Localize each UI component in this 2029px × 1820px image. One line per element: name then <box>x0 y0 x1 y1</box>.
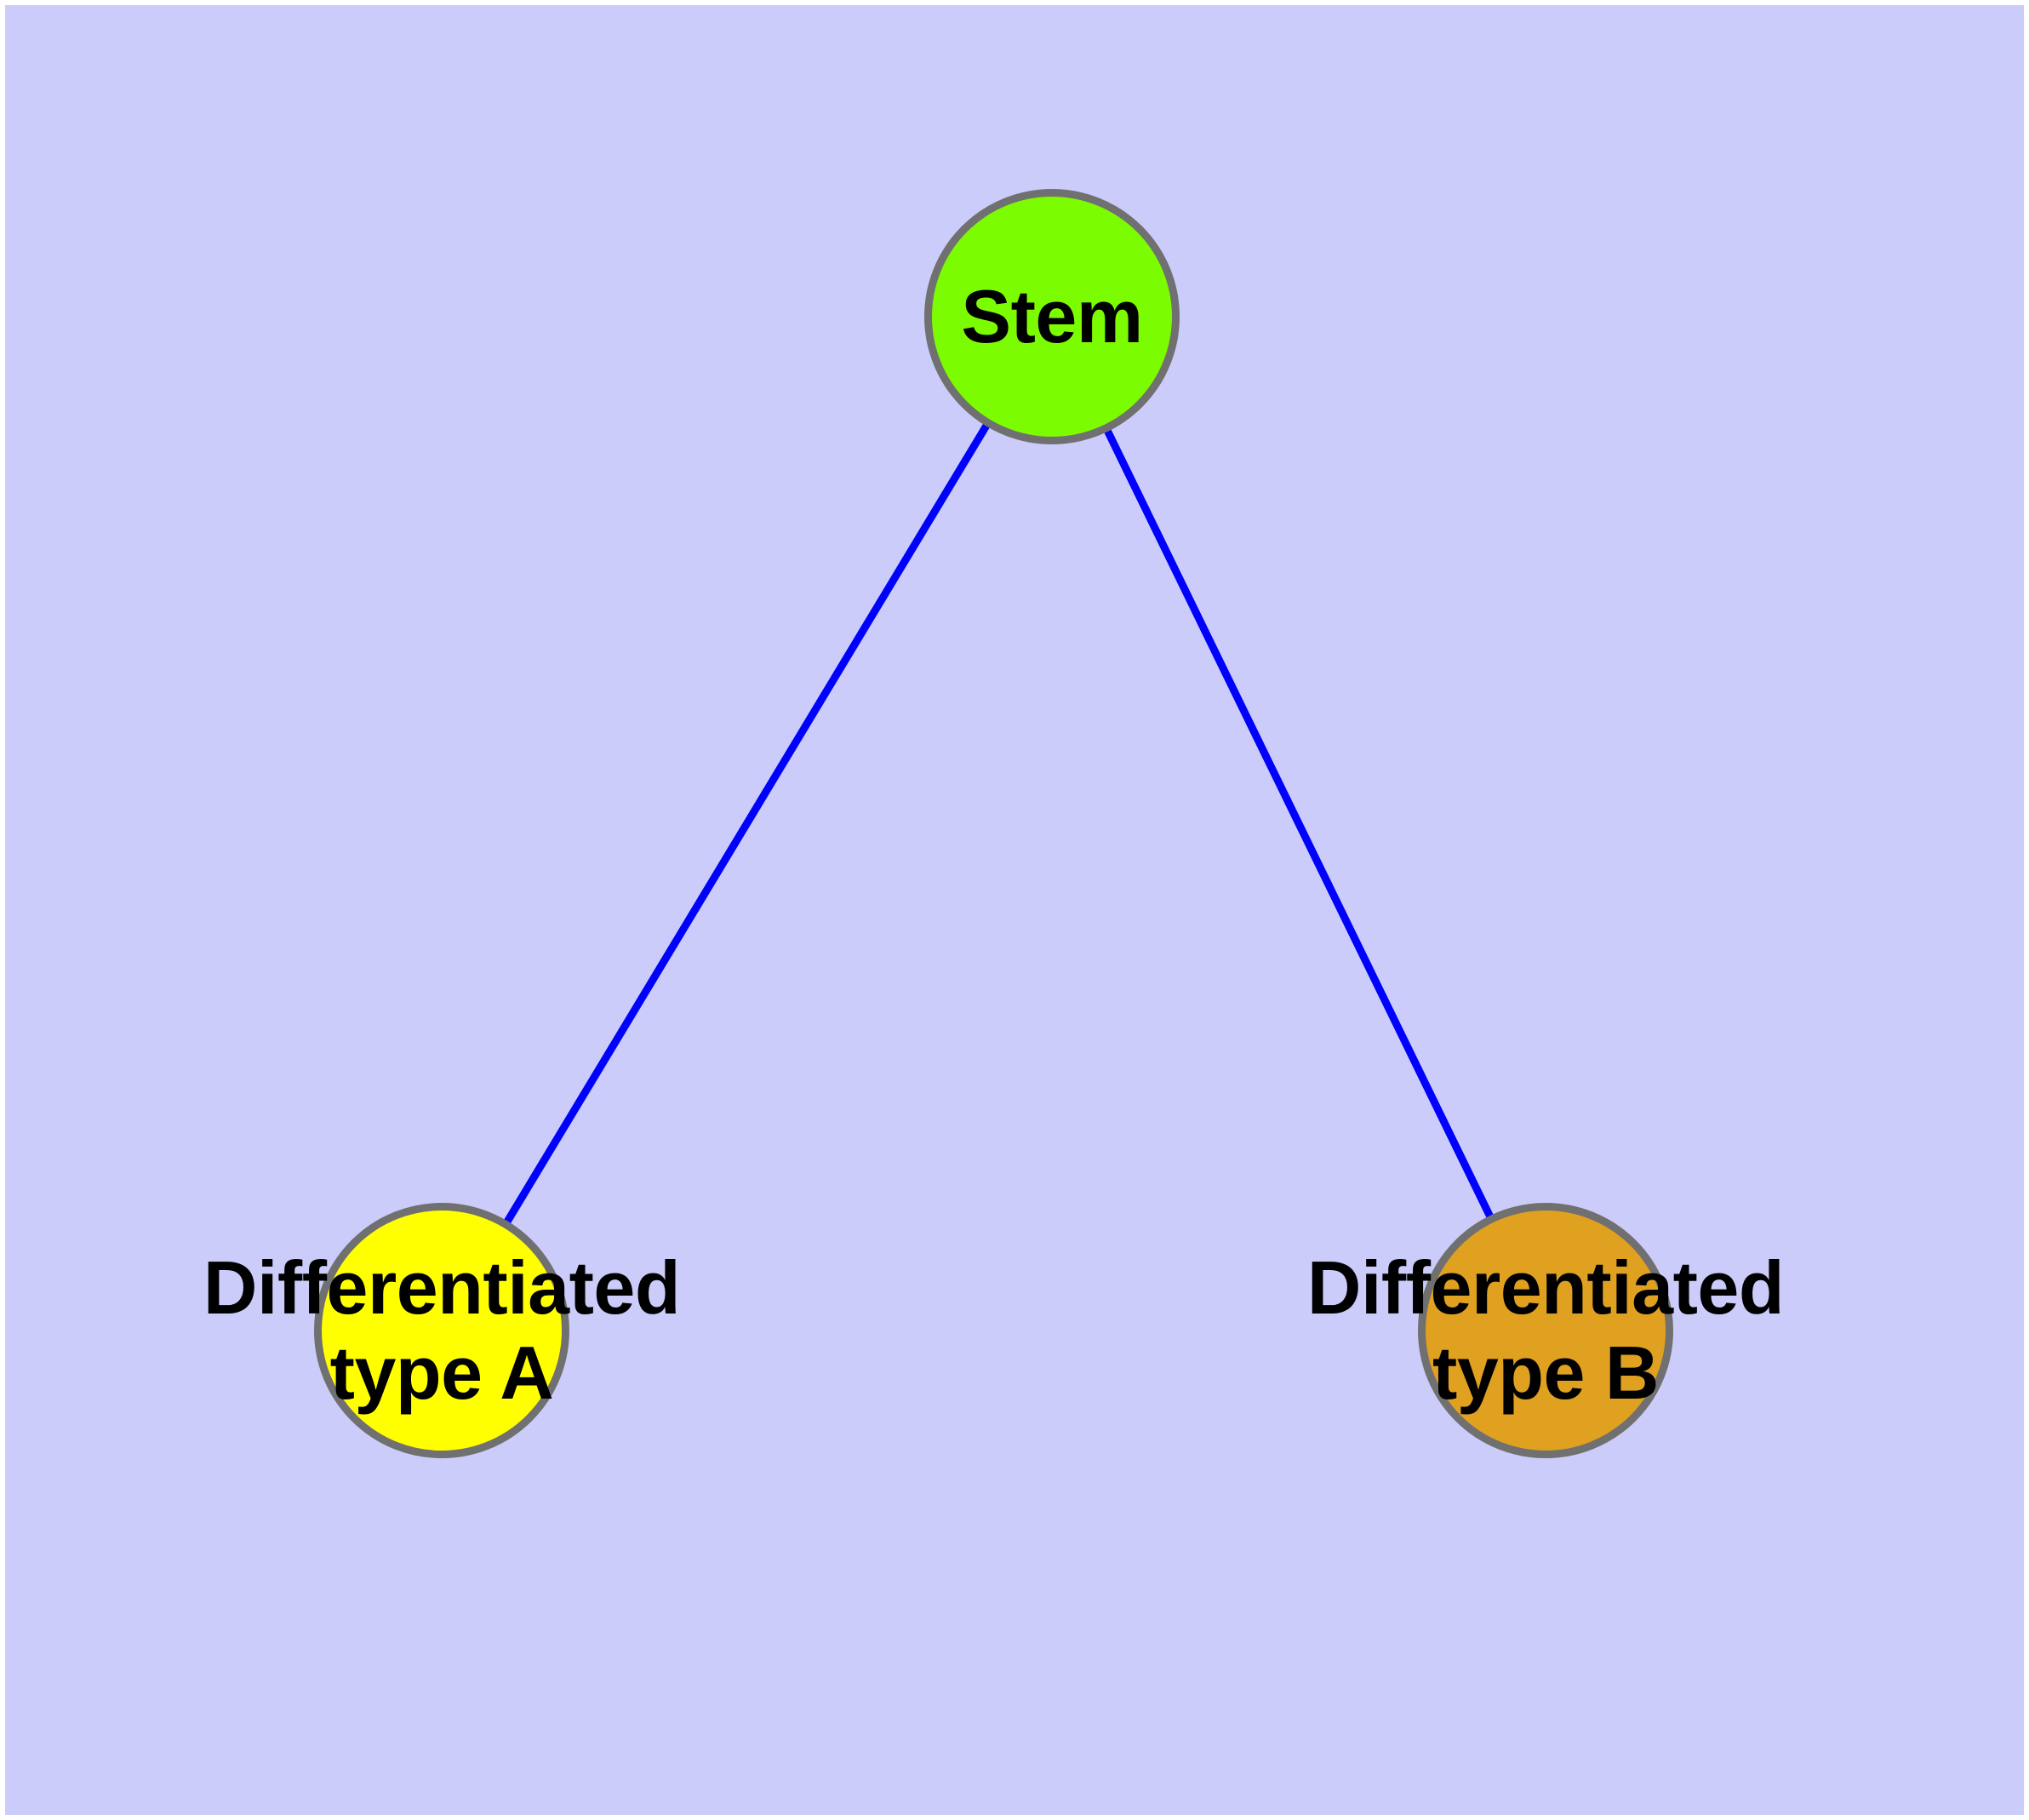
edge-stem-to-diff-b[interactable] <box>1048 315 1550 1332</box>
node-differentiated-type-a[interactable] <box>314 1203 569 1458</box>
node-differentiated-type-b[interactable] <box>1418 1203 1673 1458</box>
node-stem[interactable] <box>924 189 1180 444</box>
edge-stem-to-diff-a[interactable] <box>438 314 1055 1333</box>
